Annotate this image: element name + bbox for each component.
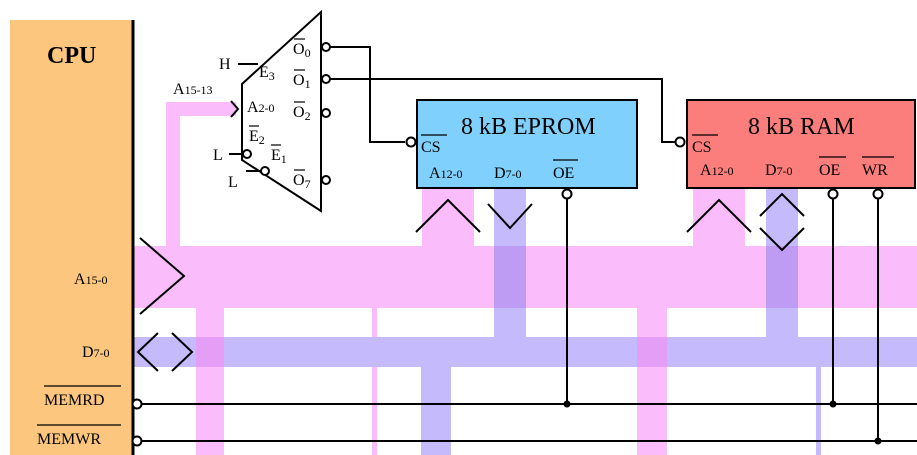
memwr-label: MEMWR [37,431,101,448]
decoder-e3-label: E3 [259,64,275,83]
eprom-cs-bubble [405,136,417,148]
decoder-body [241,9,322,213]
ram-oe-bubble [827,188,839,200]
eprom-address-arrow [415,198,481,233]
decoder-o0-label: O0 [293,41,311,60]
ram-cs-label: CS [692,139,712,156]
ram-address-arrow [686,198,752,233]
ram-oe-junction [829,400,837,408]
ram-data-label: D7-0 [765,162,793,179]
decoder-l1-label: L [213,147,223,164]
decoder-input-arrow [230,100,240,118]
eprom-data-arrow [487,203,533,230]
cs-wire-eprom [330,46,405,143]
decoder-o2-label: O2 [293,104,311,123]
ram-wr-label: WR [862,162,888,179]
ram-data-arrow-down [759,227,805,252]
decoder-o1-bubble [321,74,331,84]
eprom-chip: 8 kB EPROM CS A12-0 D7-0 OE [405,99,638,200]
eprom-oe-label: OE [553,165,574,182]
data-bus-arrow-right [171,332,194,372]
memrd-bubble [131,398,143,410]
decoder: A15-13 H E3 A2-0 E2 E1 L L O0 O1 O2 O7 [173,9,331,213]
cpu-label: CPU [47,43,96,69]
data-bus-band [133,337,917,367]
decoder-o2-bubble [321,108,331,118]
eprom-oe-junction [563,400,571,408]
data-bus-label: D7-0 [82,344,110,361]
cs-wire-ram [330,78,676,143]
eprom-oe-bubble [561,188,573,200]
ram-chip: 8 kB RAM CS A12-0 D7-0 OE WR [674,99,916,200]
control-lines [142,199,917,442]
ram-addr-label: A12-0 [700,162,734,179]
decoder-e1-label: E1 [271,147,287,166]
decoder-o7-label: O7 [293,172,311,191]
decoder-l2-label: L [228,174,238,191]
decoder-o1-label: O1 [293,72,311,91]
decoder-address-riser [166,113,180,246]
decoder-l1-bubble [242,149,252,159]
chip-select-wires [330,46,676,143]
eprom-data-label: D7-0 [494,165,522,182]
bus-bands [133,102,917,455]
data-bus-drop-2 [816,367,821,455]
decoder-e2-label: E2 [249,128,265,147]
eprom-addr-label: A12-0 [429,165,463,182]
decoder-a-label: A2-0 [247,99,275,116]
ram-oe-label: OE [819,162,840,179]
address-bus-drop-2 [372,308,377,455]
decoder-o7-bubble [321,175,331,185]
eprom-title: 8 kB EPROM [461,114,596,140]
address-bus-drop-1 [196,308,224,455]
ram-title: 8 kB RAM [748,114,855,140]
overlap-drop-3 [637,337,667,367]
overlap-eprom-data [494,246,526,308]
decoder-o0-bubble [321,42,331,52]
address-bus-label: A15-0 [74,271,108,288]
decoder-h-label: H [219,56,231,73]
eprom-body [416,99,638,189]
address-bus-drop-3 [637,308,667,455]
bus-arrows [136,100,805,372]
ram-wr-junction [874,437,882,445]
data-bus-arrow-left [136,332,159,372]
address-bus-arrow [139,237,186,315]
eprom-cs-label: CS [421,139,441,156]
ram-body [686,99,916,189]
ram-cs-bubble [674,136,686,148]
decoder-address-feed [166,102,236,116]
ram-wr-bubble [872,188,884,200]
decoder-l2-bubble [260,166,270,176]
overlap-ram-data [766,246,798,308]
memwr-bubble [131,435,143,447]
ram-data-arrow-up [759,192,805,217]
overlap-drop-1 [196,337,224,367]
cpu-block [10,20,133,455]
decoder-input-label: A15-13 [173,81,213,98]
memrd-label: MEMRD [44,392,104,409]
